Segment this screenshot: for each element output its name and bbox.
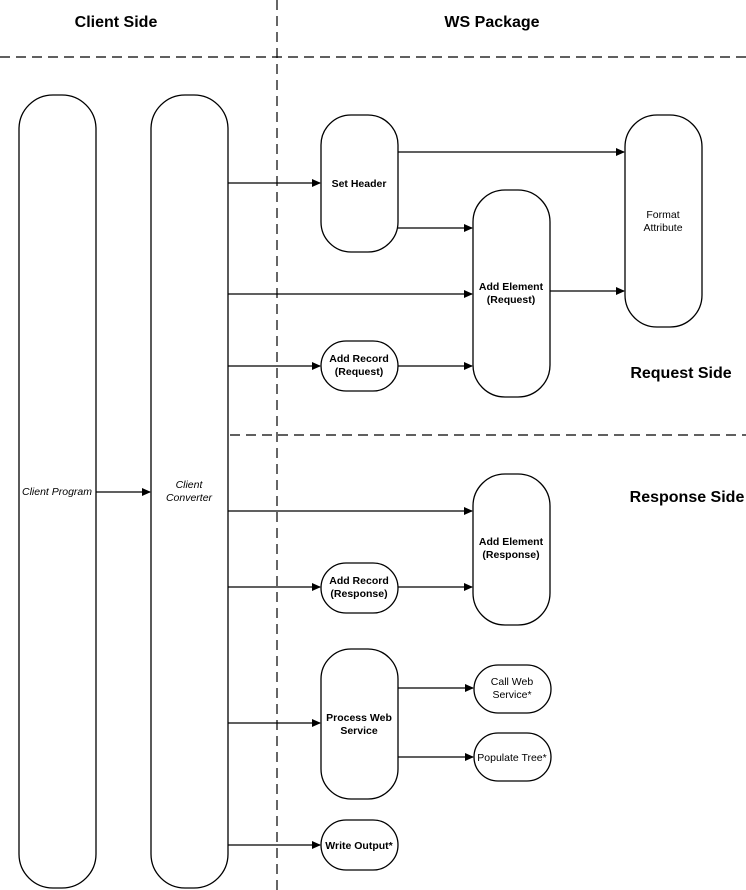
add-record-response-label-line2: (Response) (330, 588, 387, 600)
format-attribute-label-line1: Format (646, 209, 679, 221)
add-element-response-node: Add Element (Response) (472, 473, 551, 626)
add-element-response-label-line2: (Response) (482, 549, 539, 561)
process-web-service-label-line2: Service (340, 725, 378, 737)
set-header-label: Set Header (332, 178, 387, 190)
ws-package-header: WS Package (444, 14, 539, 31)
add-record-request-label-line1: Add Record (329, 353, 389, 365)
call-web-service-label-line1: Call Web (491, 676, 534, 688)
client-converter-label-line2: Converter (166, 492, 213, 504)
call-web-service-label-line2: Service* (492, 689, 531, 701)
process-web-service-node: Process Web Service (320, 648, 399, 800)
client-converter-node: Client Converter (150, 94, 229, 889)
write-output-node: Write Output* (320, 819, 399, 871)
add-element-response-label-line1: Add Element (479, 536, 544, 548)
populate-tree-label: Populate Tree* (477, 752, 546, 764)
process-web-service-label-line1: Process Web (326, 712, 392, 724)
add-record-request-node: Add Record (Request) (320, 340, 399, 392)
client-program-node: Client Program (18, 94, 97, 889)
request-side-header: Request Side (630, 365, 731, 382)
set-header-node: Set Header (320, 114, 399, 253)
call-web-service-node: Call Web Service* (473, 664, 552, 714)
response-side-header: Response Side (630, 489, 745, 506)
add-record-request-label-line2: (Request) (335, 366, 383, 378)
add-element-request-label-line1: Add Element (479, 281, 544, 293)
add-element-request-label-line2: (Request) (487, 294, 535, 306)
add-record-response-node: Add Record (Response) (320, 562, 399, 614)
client-converter-label-line1: Client (176, 479, 204, 491)
format-attribute-node: Format Attribute (624, 114, 703, 328)
format-attribute-label-line2: Attribute (643, 222, 682, 234)
add-element-request-node: Add Element (Request) (472, 189, 551, 398)
populate-tree-node: Populate Tree* (473, 732, 552, 782)
client-program-label: Client Program (22, 486, 92, 498)
write-output-label: Write Output* (325, 840, 393, 852)
client-side-header: Client Side (75, 14, 158, 31)
add-record-response-label-line1: Add Record (329, 575, 389, 587)
